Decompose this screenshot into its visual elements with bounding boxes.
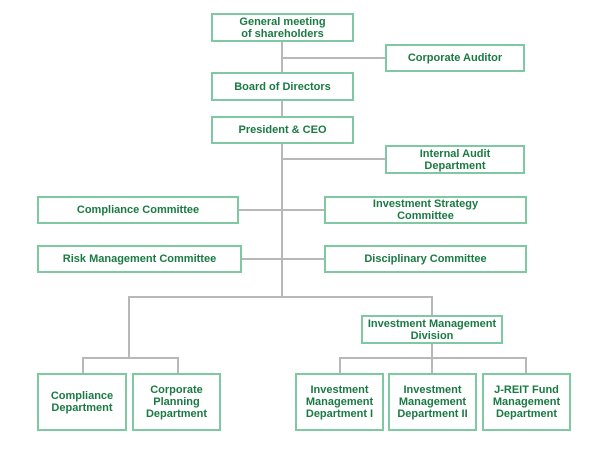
node-risk-committee-label: Risk Management Committee (62, 253, 217, 265)
node-internal-audit: Internal Audit Department (385, 145, 525, 174)
node-jreit-fund-label: J-REIT Fund Management Department (492, 384, 561, 420)
node-jreit-fund: J-REIT Fund Management Department (482, 373, 571, 431)
node-corporate-auditor: Corporate Auditor (385, 44, 525, 72)
node-internal-audit-label: Internal Audit Department (419, 147, 491, 172)
node-investment-dept-1: Investment Management Department I (295, 373, 384, 431)
node-compliance-department: Compliance Department (37, 373, 127, 431)
node-risk-committee: Risk Management Committee (37, 245, 242, 273)
node-corporate-planning-label: Corporate Planning Department (145, 384, 208, 420)
node-disciplinary-committee: Disciplinary Committee (324, 245, 527, 273)
node-president-ceo-label: President & CEO (238, 124, 327, 136)
node-investment-dept-2-label: Investment Management Department II (397, 384, 468, 420)
node-compliance-department-label: Compliance Department (50, 390, 114, 414)
node-investment-strategy-label: Investment Strategy Committee (372, 198, 479, 222)
node-investment-division-label: Investment Management Division (367, 317, 497, 342)
node-investment-strategy: Investment Strategy Committee (324, 196, 527, 224)
node-board-of-directors-label: Board of Directors (234, 80, 331, 93)
node-corporate-planning: Corporate Planning Department (132, 373, 221, 431)
node-board-of-directors: Board of Directors (211, 72, 354, 101)
node-corporate-auditor-label: Corporate Auditor (407, 52, 503, 64)
node-investment-dept-2: Investment Management Department II (388, 373, 477, 431)
node-compliance-committee: Compliance Committee (37, 196, 239, 224)
node-investment-dept-1-label: Investment Management Department I (305, 384, 374, 420)
node-president-ceo: President & CEO (211, 116, 354, 144)
node-compliance-committee-label: Compliance Committee (76, 204, 200, 216)
node-disciplinary-committee-label: Disciplinary Committee (364, 253, 487, 265)
node-shareholders: General meeting of shareholders (211, 13, 354, 42)
node-shareholders-label: General meeting of shareholders (239, 15, 326, 40)
node-investment-division: Investment Management Division (361, 315, 503, 344)
